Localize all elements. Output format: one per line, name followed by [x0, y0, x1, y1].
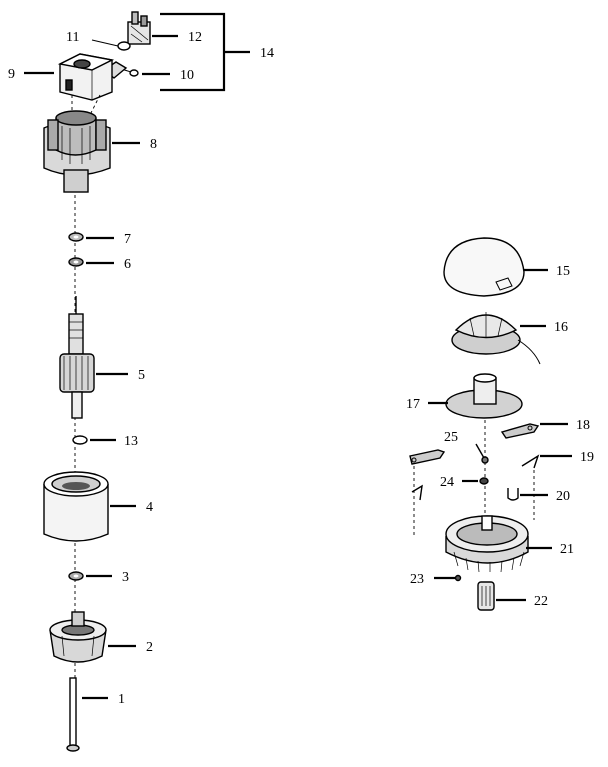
callout-21: 21 [560, 542, 574, 557]
callout-18: 18 [576, 418, 590, 433]
part-18-lever [500, 423, 540, 439]
part-2-end-bell [49, 611, 107, 663]
callout-13: 13 [124, 434, 138, 449]
part-3-washer [68, 571, 84, 581]
part-11-small-screw [91, 39, 131, 51]
callout-8: 8 [150, 137, 157, 152]
part-8-motor-housing-top [43, 110, 111, 193]
callout-23: 23 [410, 572, 424, 587]
part-7-washer [68, 232, 84, 242]
part-19-spring [521, 454, 540, 469]
callout-9: 9 [8, 67, 15, 82]
callout-14: 14 [260, 46, 274, 61]
callout-22: 22 [534, 594, 548, 609]
callout-24: 24 [440, 475, 454, 490]
part-12-switch-contact [127, 11, 151, 45]
callout-4: 4 [146, 500, 153, 515]
callout-2: 2 [146, 640, 153, 655]
spring-left [411, 484, 423, 501]
part-4-motor-can [43, 471, 109, 542]
callout-1: 1 [118, 692, 125, 707]
callout-25: 25 [444, 430, 458, 445]
part-6-washer [68, 257, 84, 267]
callout-7: 7 [124, 232, 131, 247]
part-9-brush-holder-cap [57, 53, 115, 101]
callout-3: 3 [122, 570, 129, 585]
link-10-8 [89, 94, 101, 116]
part-20-clip [507, 488, 519, 501]
callout-5: 5 [138, 368, 145, 383]
callout-6: 6 [124, 257, 131, 272]
part-22-bump-knob [477, 581, 495, 611]
callout-11: 11 [66, 30, 79, 45]
part-16-line-spool [451, 312, 541, 365]
part-17-spool-base [445, 373, 523, 419]
lever-left [409, 449, 446, 465]
callout-16: 16 [554, 320, 568, 335]
callout-12: 12 [188, 30, 202, 45]
part-13-retaining-ring [72, 435, 88, 445]
part-5-armature [59, 296, 95, 419]
callout-19: 19 [580, 450, 594, 465]
callout-10: 10 [180, 68, 194, 83]
callout-15: 15 [556, 264, 570, 279]
part-23-screw [454, 574, 462, 582]
callout-20: 20 [556, 489, 570, 504]
part-25-pin [475, 443, 489, 464]
part-1-through-bolt [66, 677, 80, 752]
part-21-head-housing [445, 515, 529, 573]
part-24-nut [479, 477, 489, 485]
part-15-dome-cover [443, 237, 525, 297]
callout-17: 17 [406, 397, 420, 412]
